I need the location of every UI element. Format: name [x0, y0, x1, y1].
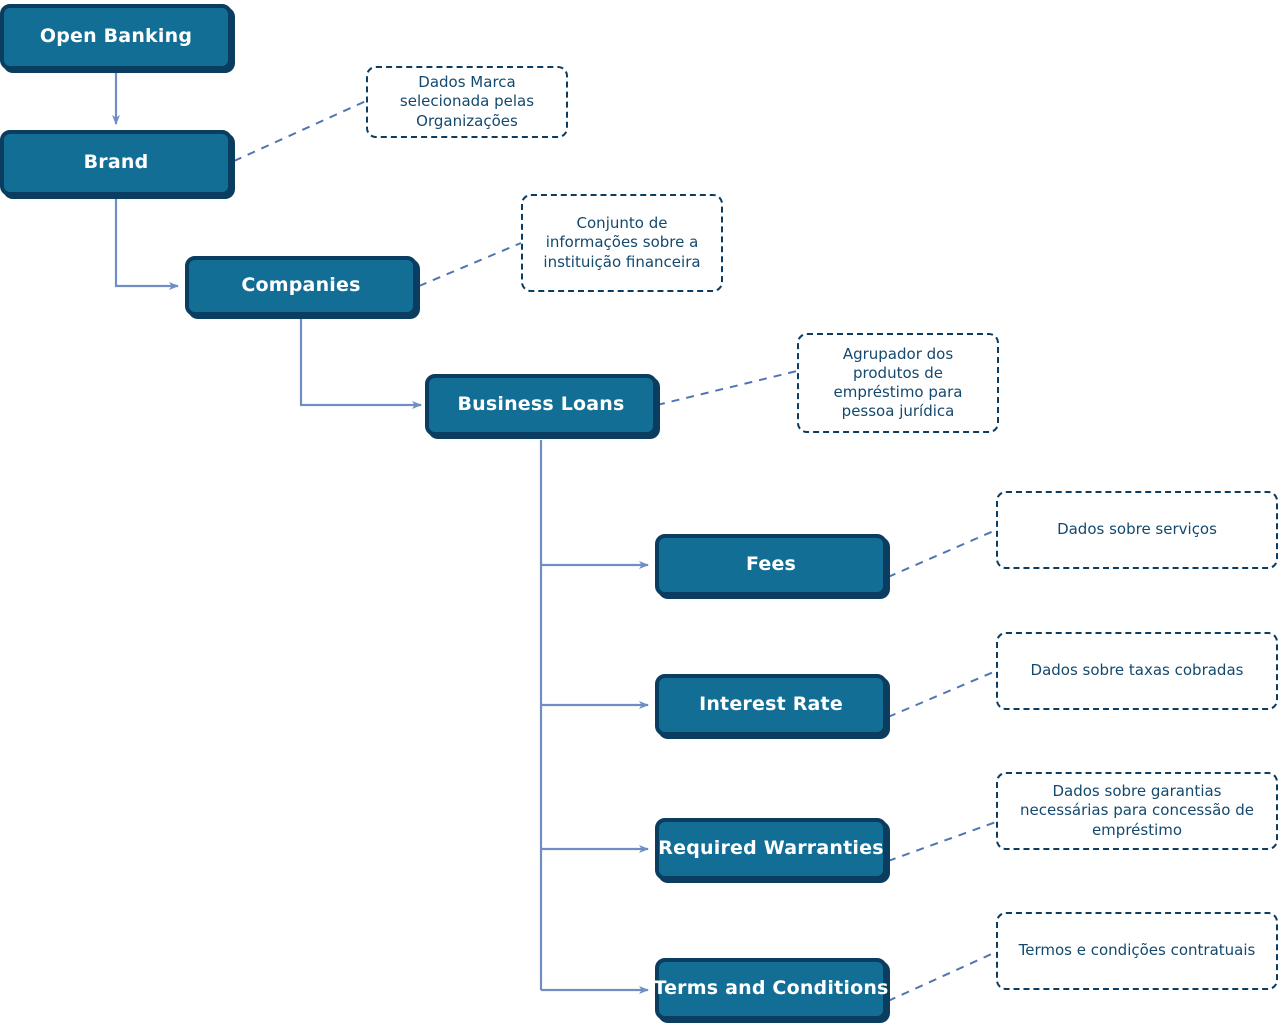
edge-brand-to-companies: [114, 195, 179, 290]
node-business-loans[interactable]: Business Loans: [425, 374, 657, 436]
edge-companies-to-business-loans: [299, 318, 422, 409]
note-fees: Dados sobre serviços: [996, 491, 1278, 569]
node-brand[interactable]: Brand: [0, 130, 232, 196]
edge-fees-to-note: [887, 529, 997, 578]
note-brand-label: Dados Marca selecionada pelas Organizaçõ…: [399, 73, 535, 130]
edge-interest-rate-to-note: [887, 670, 997, 718]
edge-required-warranties-to-note: [887, 821, 997, 862]
node-required-warranties-label: Required Warranties: [658, 837, 884, 860]
node-terms-conditions[interactable]: Terms and Conditions: [653, 958, 888, 1020]
edge-terms-conditions-to-note: [887, 951, 997, 1002]
note-companies-label: Conjunto de informações sobre a institui…: [543, 214, 701, 271]
note-required-warranties: Dados sobre garantias necessárias para c…: [996, 772, 1278, 850]
node-companies[interactable]: Companies: [185, 256, 417, 316]
node-brand-label: Brand: [83, 151, 149, 174]
note-brand: Dados Marca selecionada pelas Organizaçõ…: [366, 66, 568, 138]
note-interest-rate: Dados sobre taxas cobradas: [996, 632, 1278, 710]
node-interest-rate-label: Interest Rate: [699, 693, 843, 716]
node-companies-label: Companies: [241, 274, 361, 297]
edge-brand-to-note: [233, 100, 367, 162]
note-fees-label: Dados sobre serviços: [1057, 520, 1217, 539]
node-open-banking[interactable]: Open Banking: [0, 4, 232, 70]
node-open-banking-label: Open Banking: [39, 25, 193, 48]
node-terms-conditions-label: Terms and Conditions: [653, 977, 889, 1000]
note-required-warranties-label: Dados sobre garantias necessárias para c…: [1020, 782, 1254, 839]
node-required-warranties[interactable]: Required Warranties: [655, 818, 887, 880]
note-terms-conditions-label: Termos e condições contratuais: [1018, 941, 1256, 960]
note-business-loans: Agrupador dos produtos de empréstimo par…: [797, 333, 999, 433]
node-interest-rate[interactable]: Interest Rate: [655, 674, 887, 736]
note-terms-conditions: Termos e condições contratuais: [996, 912, 1278, 990]
edge-business-loans-to-note: [656, 370, 798, 406]
edge-companies-to-note: [418, 242, 522, 287]
note-interest-rate-label: Dados sobre taxas cobradas: [1030, 661, 1244, 680]
node-fees[interactable]: Fees: [655, 534, 887, 596]
node-fees-label: Fees: [745, 553, 797, 576]
node-business-loans-label: Business Loans: [457, 393, 625, 416]
note-business-loans-label: Agrupador dos produtos de empréstimo par…: [833, 344, 963, 421]
note-companies: Conjunto de informações sobre a institui…: [521, 194, 723, 292]
